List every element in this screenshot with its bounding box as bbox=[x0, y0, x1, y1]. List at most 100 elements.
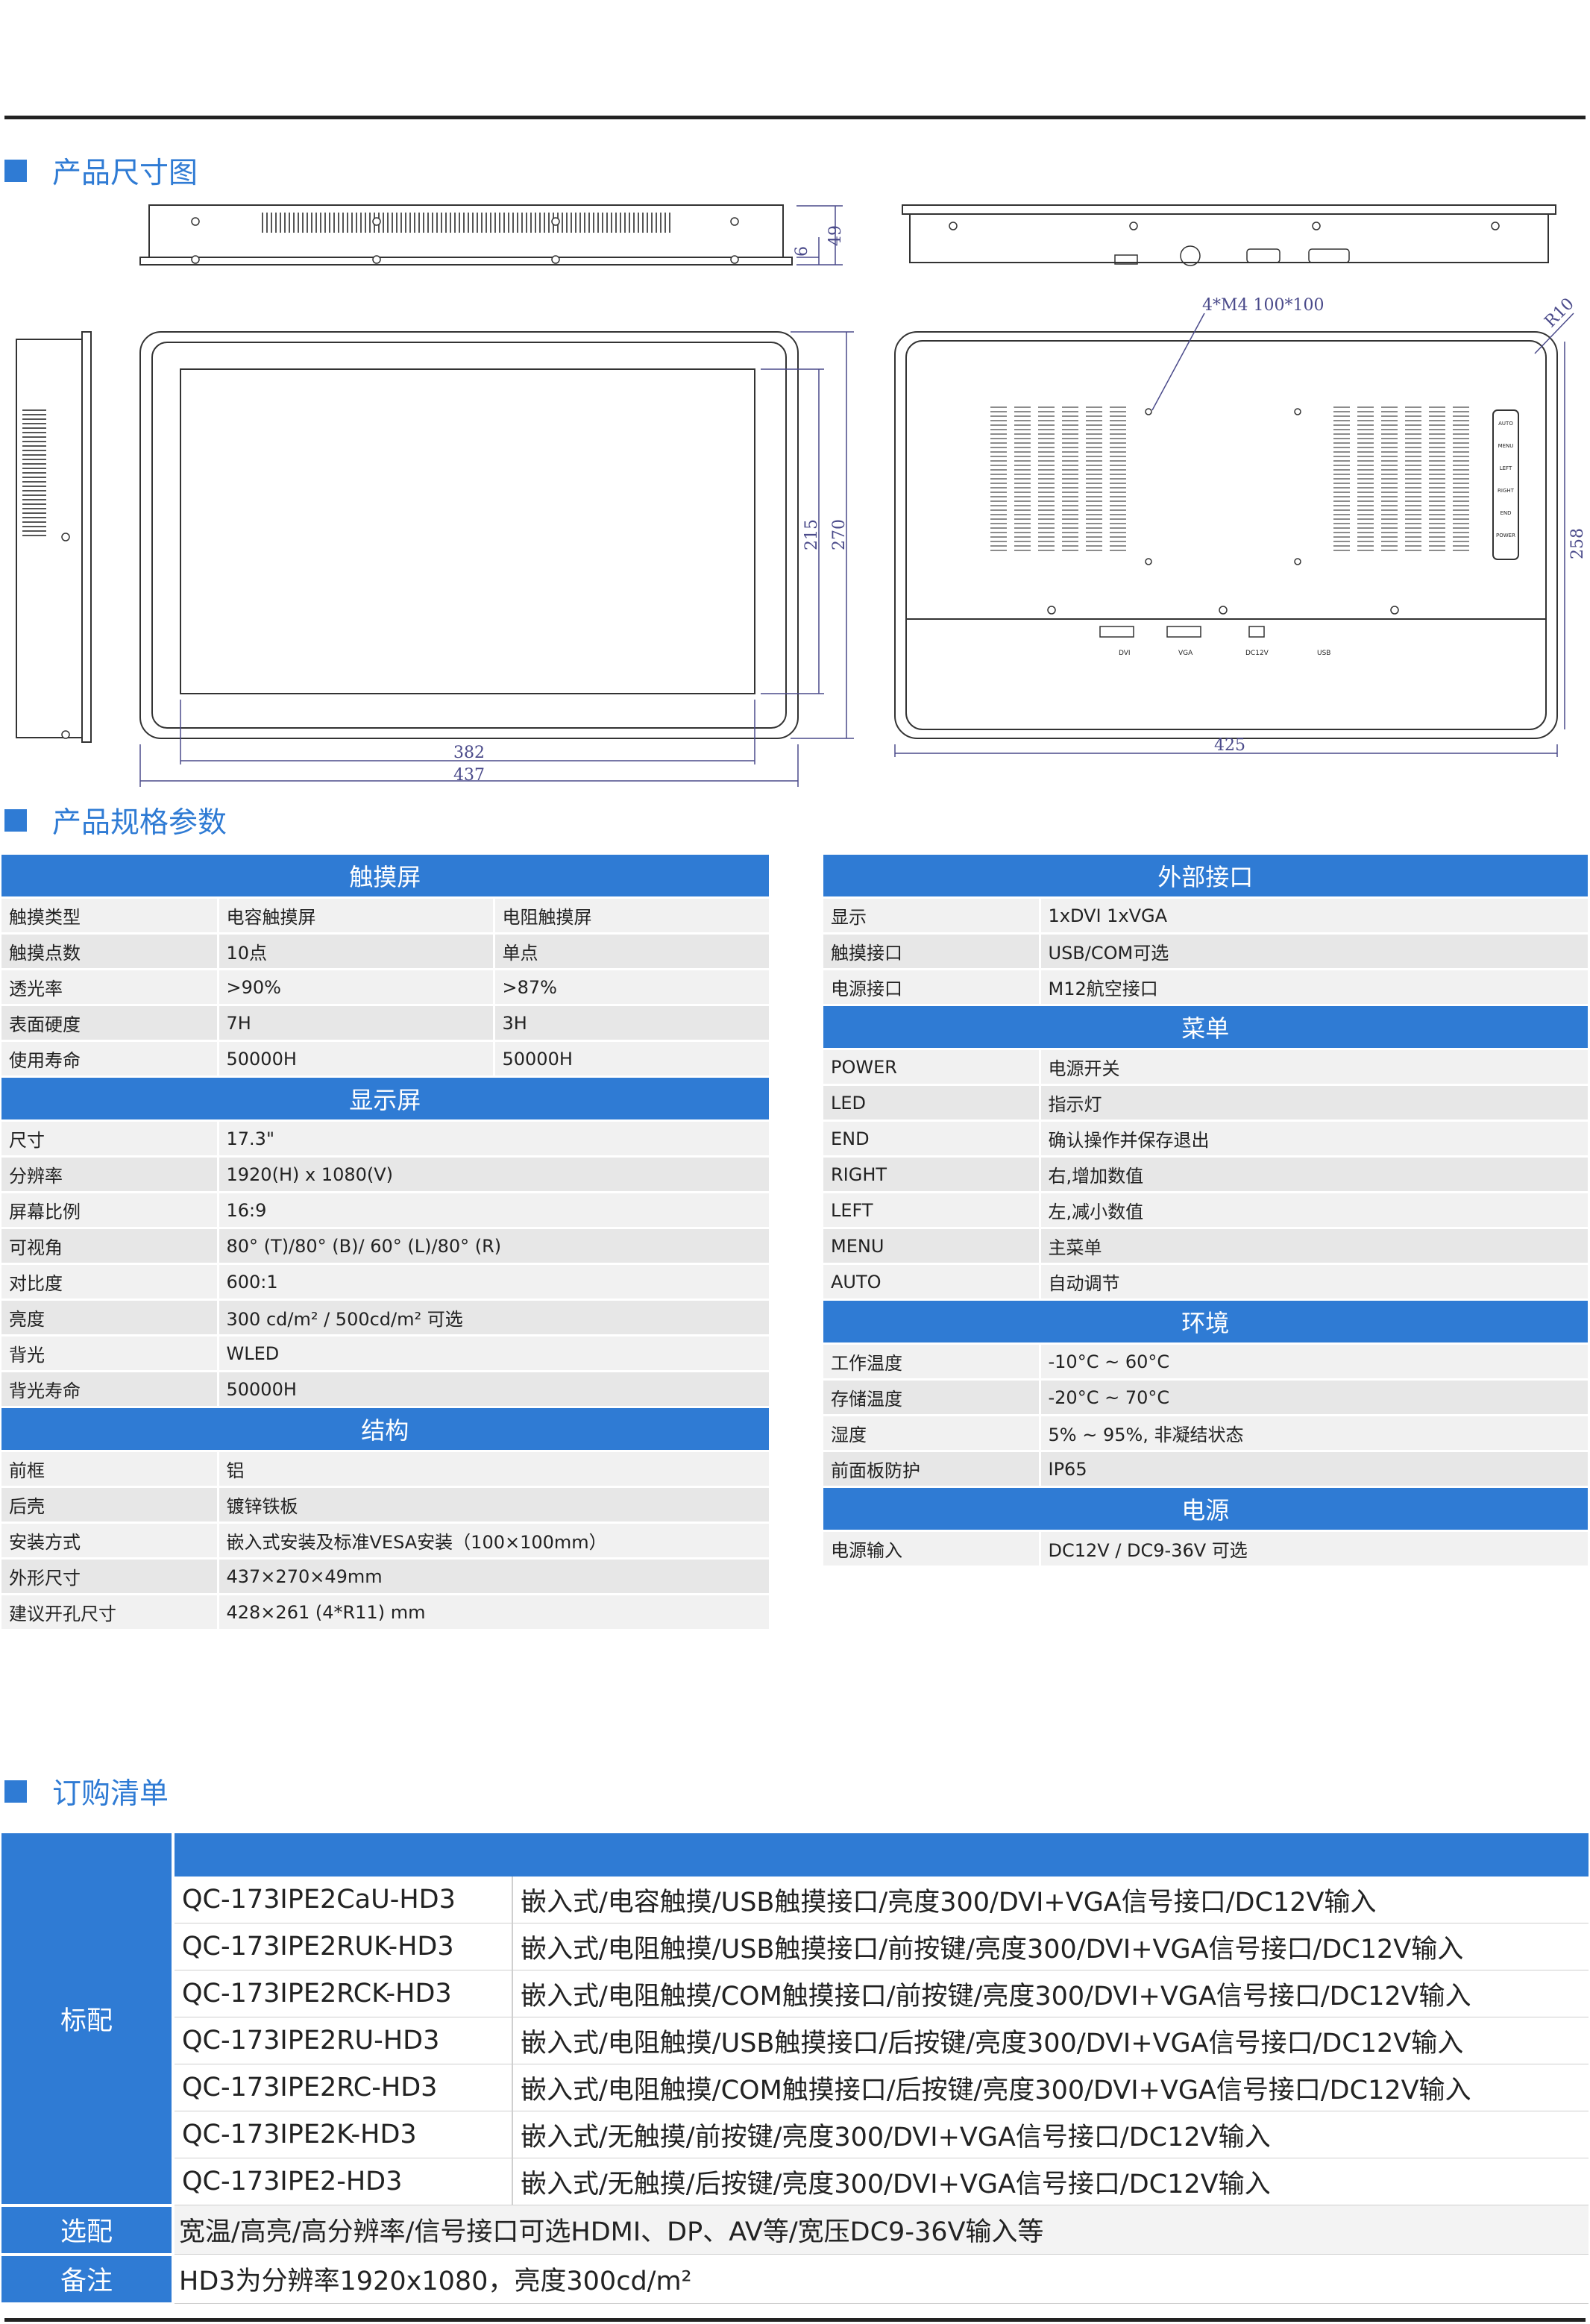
standard-label: 标配 bbox=[1, 1833, 175, 2207]
spec-key: 透光率 bbox=[1, 969, 219, 1006]
optional-label: 选配 bbox=[1, 2205, 175, 2256]
rear-button-label: POWER bbox=[1496, 533, 1515, 538]
spec-key: 安装方式 bbox=[1, 1522, 219, 1560]
spec-value: 50000H bbox=[218, 1371, 771, 1408]
spec-row: 工作温度-10°C ~ 60°C bbox=[823, 1343, 1590, 1381]
spec-value: 镀锌铁板 bbox=[218, 1486, 771, 1524]
spec-key: 前面板防护 bbox=[823, 1451, 1041, 1488]
spec-key: 电源接口 bbox=[823, 969, 1041, 1006]
spec-key: 触摸类型 bbox=[1, 897, 219, 935]
spec-key: 亮度 bbox=[1, 1299, 219, 1337]
port-usb-label: USB bbox=[1317, 650, 1330, 657]
order-description: 嵌入式/无触摸/后按键/亮度300/DVI+VGA信号接口/DC12V输入 bbox=[512, 2158, 1589, 2205]
spec-value: >90% bbox=[218, 969, 495, 1006]
top-view-body bbox=[148, 204, 784, 258]
spec-row: 后壳镀锌铁板 bbox=[1, 1486, 771, 1524]
bottom-rule bbox=[4, 2318, 1586, 2322]
order-description: 嵌入式/电阻触摸/COM触摸接口/后按键/亮度300/DVI+VGA信号接口/D… bbox=[512, 2064, 1589, 2111]
note-text: HD3为分辨率1920x1080，亮度300cd/m² bbox=[173, 2254, 1589, 2304]
front-view-screen bbox=[180, 368, 755, 694]
spec-value: 7H bbox=[218, 1005, 495, 1042]
section-title-text: 产品规格参数 bbox=[52, 806, 227, 840]
optional-text: 宽温/高亮/高分辨率/信号接口可选HDMI、DP、AV等/宽压DC9-36V输入… bbox=[173, 2205, 1589, 2255]
spec-value: 10点 bbox=[218, 933, 495, 970]
rear-view-inner bbox=[905, 340, 1547, 730]
section-square-icon bbox=[4, 1780, 27, 1803]
spec-value: 左,减小数值 bbox=[1040, 1192, 1590, 1229]
side-view-body bbox=[16, 339, 83, 738]
spec-row: 触摸类型电容触摸屏电阻触摸屏 bbox=[1, 897, 771, 935]
note-label: 备注 bbox=[1, 2254, 175, 2305]
spec-key: 对比度 bbox=[1, 1263, 219, 1301]
spec-value: -20°C ~ 70°C bbox=[1040, 1379, 1590, 1416]
spec-key: 屏幕比例 bbox=[1, 1192, 219, 1229]
dim-49-label: 49 bbox=[826, 225, 845, 246]
spec-value: 右,增加数值 bbox=[1040, 1156, 1590, 1193]
spec-value: 电容触摸屏 bbox=[218, 897, 495, 935]
menu-header: 菜单 bbox=[823, 1005, 1590, 1050]
dim-258-label: 258 bbox=[1568, 528, 1587, 559]
port-dc-label: DC12V bbox=[1245, 650, 1269, 657]
front-view-inner bbox=[151, 342, 787, 729]
spec-value: 50000H bbox=[494, 1040, 771, 1078]
spec-key: 分辨率 bbox=[1, 1156, 219, 1193]
order-model: QC-173IPE2RUK-HD3 bbox=[173, 1923, 513, 1970]
order-model: QC-173IPE2RC-HD3 bbox=[173, 2064, 513, 2111]
spec-key: 可视角 bbox=[1, 1228, 219, 1265]
spec-value: 5% ~ 95%, 非凝结状态 bbox=[1040, 1415, 1590, 1452]
spec-row: 存储温度-20°C ~ 70°C bbox=[823, 1379, 1590, 1416]
section-drawing-title: 产品尺寸图 bbox=[4, 152, 198, 190]
order-description: 嵌入式/电阻触摸/USB触摸接口/前按键/亮度300/DVI+VGA信号接口/D… bbox=[512, 1923, 1589, 1970]
spec-value: 600:1 bbox=[218, 1263, 771, 1301]
spec-value: 电阻触摸屏 bbox=[494, 897, 771, 935]
dim-215-label: 215 bbox=[802, 519, 821, 550]
rear-button-label: LEFT bbox=[1500, 465, 1512, 471]
spec-key: LED bbox=[823, 1084, 1041, 1122]
port-vga-label: VGA bbox=[1178, 650, 1193, 657]
spec-value: 1920(H) x 1080(V) bbox=[218, 1156, 771, 1193]
section-square-icon bbox=[4, 809, 27, 832]
spec-value: 3H bbox=[494, 1005, 771, 1042]
section-title-text: 订购清单 bbox=[52, 1777, 169, 1811]
spec-value: 单点 bbox=[494, 933, 771, 970]
rear-button-panel bbox=[1492, 409, 1519, 560]
rear-button-label: MENU bbox=[1498, 443, 1514, 449]
spec-key: 电源输入 bbox=[823, 1530, 1041, 1568]
spec-row: 安装方式嵌入式安装及标准VESA安装（100×100mm） bbox=[1, 1522, 771, 1560]
order-description: 嵌入式/电阻触摸/USB触摸接口/后按键/亮度300/DVI+VGA信号接口/D… bbox=[512, 2017, 1589, 2064]
dimension-drawing: 6 49 215 270 382 437 425 258 R10 4*M4 10… bbox=[16, 204, 1587, 787]
rear-button-label: END bbox=[1500, 510, 1511, 516]
dim-382-label: 382 bbox=[453, 744, 485, 762]
spec-value: USB/COM可选 bbox=[1040, 933, 1590, 970]
spec-key: 存储温度 bbox=[823, 1379, 1041, 1416]
spec-key: 前框 bbox=[1, 1451, 219, 1488]
order-model: QC-173IPE2RU-HD3 bbox=[173, 2017, 513, 2064]
spec-value: 300 cd/m² / 500cd/m² 可选 bbox=[218, 1299, 771, 1337]
spec-key: 显示 bbox=[823, 897, 1041, 935]
structure-header: 结构 bbox=[1, 1407, 771, 1452]
section-order-title: 订购清单 bbox=[4, 1773, 169, 1811]
spec-key: LEFT bbox=[823, 1192, 1041, 1229]
order-model: QC-173IPE2CaU-HD3 bbox=[173, 1877, 513, 1923]
